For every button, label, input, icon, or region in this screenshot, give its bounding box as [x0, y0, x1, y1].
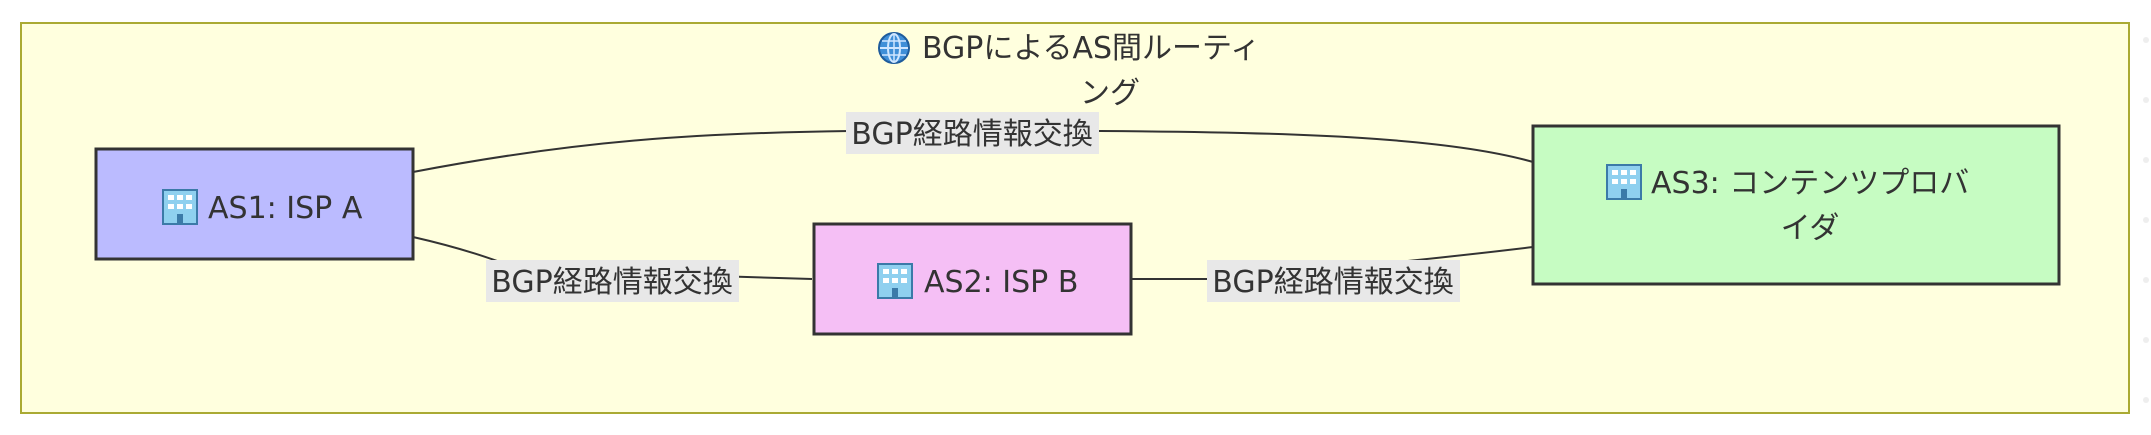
node-as1[interactable]: AS1: ISP A	[94, 147, 415, 261]
globe-icon	[878, 32, 910, 64]
cluster-title-line1: BGPによるAS間ルーティ	[922, 31, 1260, 66]
decorative-dots	[2143, 37, 2149, 403]
office-building-icon	[162, 189, 198, 225]
office-building-icon	[1606, 164, 1642, 200]
node-as3-label-line1: AS3: コンテンツプロバ	[1651, 166, 1969, 201]
edge-label-as2-as3: BGP経路情報交換	[1207, 260, 1460, 302]
node-as2-label: AS2: ISP B	[924, 265, 1078, 300]
edge-label-as1-as2-text: BGP経路情報交換	[491, 265, 732, 300]
edge-label-as1-as3: BGP経路情報交換	[846, 112, 1099, 154]
node-as3-label-line2: イダ	[1781, 211, 1840, 246]
edge-label-as1-as2: BGP経路情報交換	[486, 260, 739, 302]
node-as1-label: AS1: ISP A	[208, 191, 363, 226]
edge-label-as2-as3-text: BGP経路情報交換	[1212, 265, 1453, 300]
office-building-icon	[877, 263, 913, 299]
cluster-title-line2: ング	[1080, 76, 1140, 111]
node-as2[interactable]: AS2: ISP B	[812, 222, 1133, 336]
edge-label-as1-as3-text: BGP経路情報交換	[851, 117, 1092, 152]
node-as3[interactable]: AS3: コンテンツプロバ イダ	[1531, 124, 2061, 286]
